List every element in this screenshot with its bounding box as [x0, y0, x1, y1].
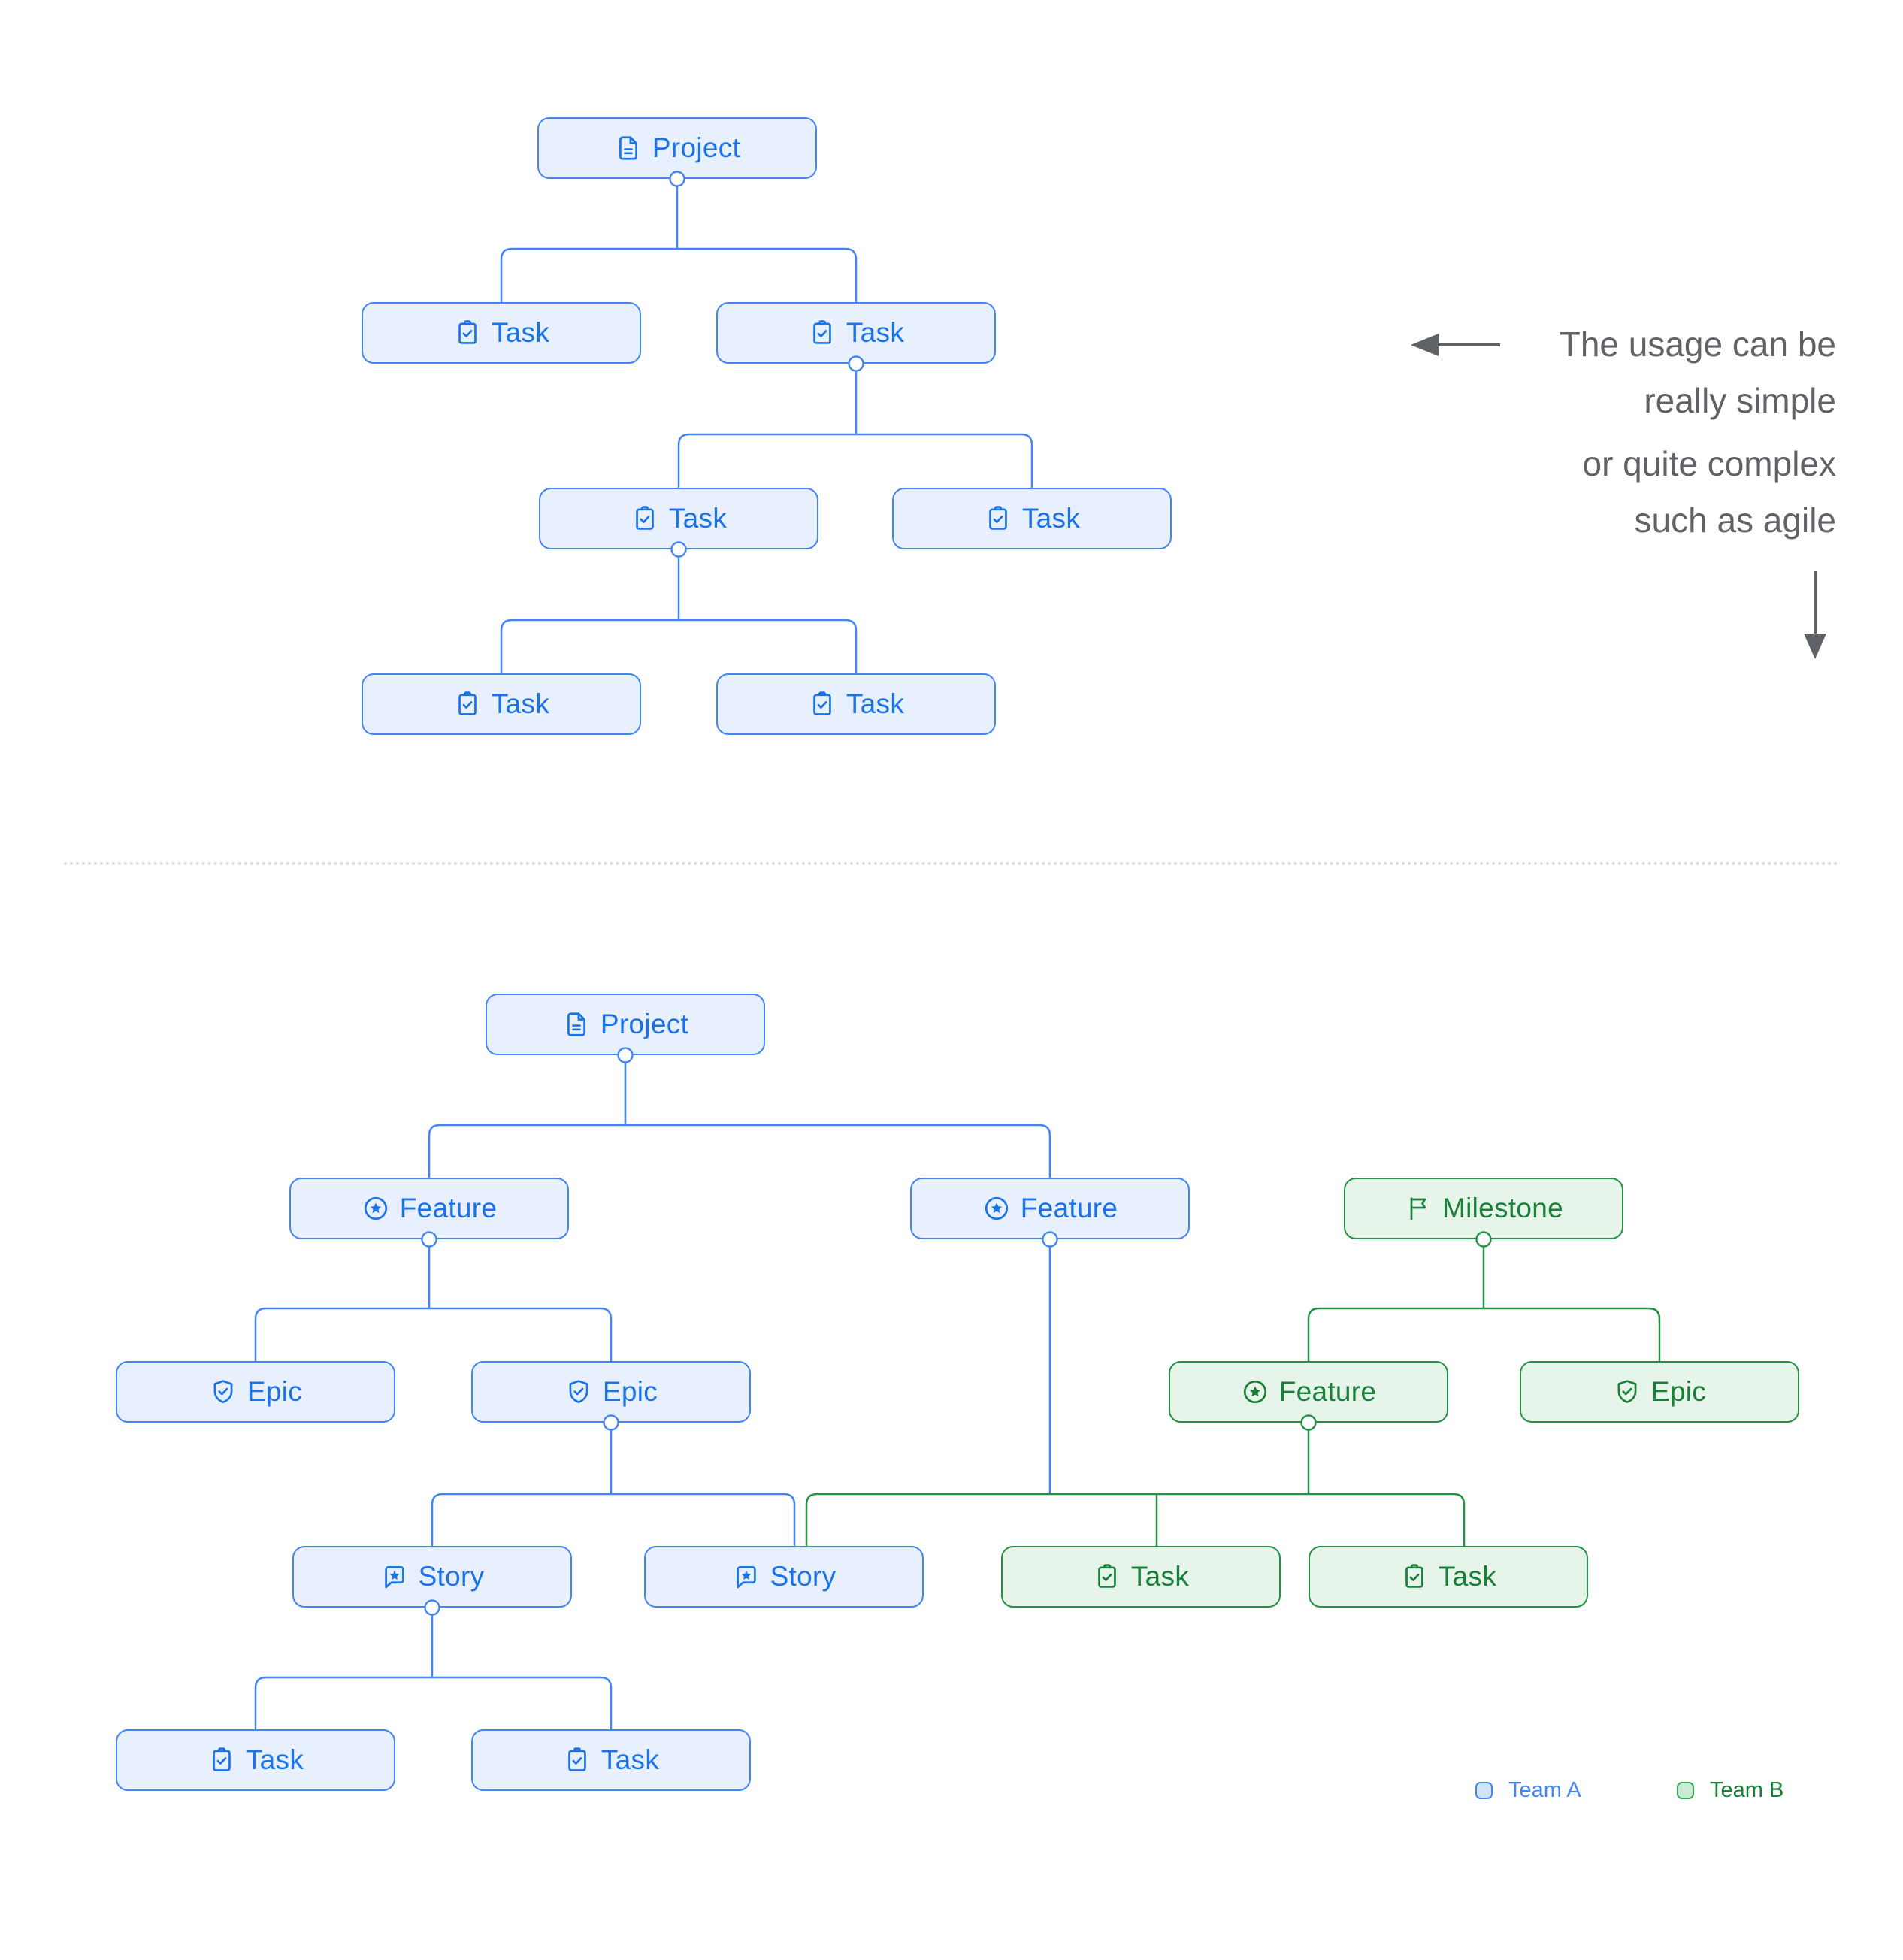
node-t-task-4: Task: [892, 488, 1172, 549]
node-label: Feature: [399, 1193, 498, 1223]
node-label: Feature: [1020, 1193, 1118, 1223]
node-label: Epic: [1650, 1376, 1707, 1407]
node-b-feature-1: Feature: [289, 1178, 569, 1239]
legend-label: Team B: [1710, 1778, 1784, 1802]
node-b-task-1: Task: [116, 1729, 395, 1791]
node-b-feature-2: Feature: [910, 1178, 1190, 1239]
task-icon: [563, 1746, 591, 1774]
node-label: Task: [1021, 503, 1081, 534]
node-label: Task: [846, 688, 905, 719]
document-icon: [562, 1010, 591, 1039]
node-b-epic-2: Epic: [471, 1361, 751, 1423]
node-label: Story: [770, 1561, 837, 1592]
section-divider: [64, 862, 1839, 865]
node-label: Project: [600, 1009, 689, 1039]
node-label: Epic: [247, 1376, 303, 1407]
annotation-line: or quite complex: [1582, 444, 1837, 483]
node-b-project: Project: [486, 994, 765, 1055]
node-t-task-5: Task: [362, 673, 641, 735]
task-icon: [808, 319, 837, 347]
annotation-text: The usage can be really simple or quite …: [1560, 316, 1836, 549]
node-t-task-2: Task: [716, 302, 996, 364]
milestone-icon: [1404, 1194, 1433, 1223]
story-icon: [380, 1562, 409, 1591]
node-b-task-g1: Task: [1001, 1546, 1281, 1608]
node-label: Project: [652, 132, 741, 163]
epic-icon: [1613, 1378, 1641, 1406]
node-label: Feature: [1278, 1376, 1377, 1407]
annotation-line: The usage can be: [1559, 325, 1836, 364]
node-b-task-g2: Task: [1309, 1546, 1588, 1608]
node-label: Task: [491, 317, 550, 348]
annotation-paragraph: or quite complex such as agile: [1560, 436, 1837, 549]
node-label: Task: [491, 688, 550, 719]
task-icon: [631, 504, 659, 533]
task-icon: [808, 690, 837, 718]
node-label: Task: [1130, 1561, 1190, 1592]
node-label: Task: [601, 1744, 660, 1775]
story-icon: [732, 1562, 761, 1591]
task-icon: [984, 504, 1012, 533]
epic-icon: [564, 1378, 593, 1406]
legend-item-team-a: Team A: [1475, 1778, 1581, 1803]
node-b-story-2: Story: [644, 1546, 924, 1608]
node-b-story-1: Story: [292, 1546, 572, 1608]
node-t-task-1: Task: [362, 302, 641, 364]
node-b-epic-3: Epic: [1520, 1361, 1799, 1423]
node-label: Task: [245, 1744, 304, 1775]
task-icon: [453, 690, 482, 718]
feature-icon: [362, 1194, 390, 1223]
node-label: Epic: [602, 1376, 658, 1407]
node-label: Milestone: [1442, 1193, 1564, 1223]
node-b-feature-3: Feature: [1169, 1361, 1448, 1423]
task-icon: [453, 319, 482, 347]
task-icon: [1400, 1562, 1429, 1591]
annotation-line: really simple: [1644, 381, 1836, 420]
node-b-epic-1: Epic: [116, 1361, 395, 1423]
team-b-swatch: [1677, 1782, 1694, 1799]
node-b-task-2: Task: [471, 1729, 751, 1791]
task-icon: [207, 1746, 236, 1774]
legend-item-team-b: Team B: [1677, 1778, 1783, 1803]
annotation-line: such as agile: [1634, 501, 1837, 540]
node-b-milestone: Milestone: [1344, 1178, 1623, 1239]
node-label: Task: [846, 317, 905, 348]
node-label: Task: [1438, 1561, 1497, 1592]
annotation-paragraph: The usage can be really simple: [1560, 316, 1836, 429]
node-label: Task: [668, 503, 728, 534]
node-t-task-6: Task: [716, 673, 996, 735]
task-icon: [1093, 1562, 1121, 1591]
feature-icon: [1241, 1378, 1269, 1406]
node-t-project: Project: [537, 117, 817, 179]
node-label: Story: [418, 1561, 485, 1592]
feature-icon: [982, 1194, 1011, 1223]
legend-label: Team A: [1508, 1778, 1581, 1802]
epic-icon: [209, 1378, 237, 1406]
document-icon: [614, 134, 643, 162]
team-a-swatch: [1475, 1782, 1493, 1799]
